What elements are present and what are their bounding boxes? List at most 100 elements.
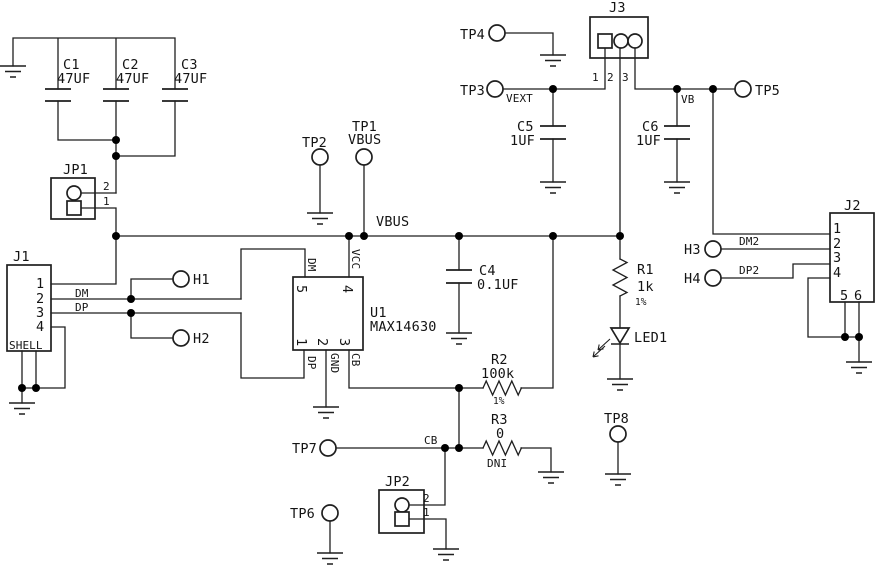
ground-icon xyxy=(316,552,344,565)
j2-pin4-number: 4 xyxy=(833,265,841,281)
tp1-label: TP1 xyxy=(352,119,377,135)
r3-ref: R3 xyxy=(491,412,508,428)
junction-dots xyxy=(18,85,863,452)
u1-ref: U1 xyxy=(370,305,387,321)
ground-icon xyxy=(306,212,334,225)
j1-pin4-number: 4 xyxy=(36,319,44,335)
j2-pin2-number: 2 xyxy=(833,236,841,252)
r1-ref: R1 xyxy=(637,262,654,278)
u1-pin-name-gnd: GND xyxy=(328,353,341,373)
led1-triangle xyxy=(609,327,631,345)
j1-pin3-number: 3 xyxy=(36,305,44,321)
jp2-pin1-pad xyxy=(394,511,410,527)
jp1-pin1-number: 1 xyxy=(103,195,110,208)
net-label-vbus: VBUS xyxy=(376,214,409,230)
wire-topright xyxy=(502,32,831,237)
wire-tp12-c4 xyxy=(319,164,460,334)
j1-body xyxy=(6,264,52,352)
ground-icon xyxy=(606,378,634,391)
h1-label: H1 xyxy=(193,272,210,288)
j2-body xyxy=(829,212,875,303)
tp5-label: TP5 xyxy=(755,83,780,99)
capacitor-plates xyxy=(45,88,690,284)
jp2-ref: JP2 xyxy=(385,474,410,490)
jp1-ref: JP1 xyxy=(63,162,88,178)
u1-pin2-number: 2 xyxy=(314,338,330,346)
ground-icon xyxy=(845,361,873,374)
c3-body xyxy=(162,88,188,102)
led1-ref: LED1 xyxy=(634,330,667,346)
c2-ref: C2 xyxy=(122,57,139,73)
j1-shell-label: SHELL xyxy=(9,339,43,352)
ground-icon xyxy=(663,181,691,194)
r1-value: 1k xyxy=(637,279,654,295)
j3-body xyxy=(589,16,649,59)
j3-ref: J3 xyxy=(609,0,626,16)
net-label-vext: VEXT xyxy=(506,92,533,105)
u1-pin-name-dp: DP xyxy=(305,356,318,370)
r2-tolerance: 1% xyxy=(493,396,505,407)
j2-ref: J2 xyxy=(844,198,861,214)
u1-part: MAX14630 xyxy=(370,319,437,335)
c2-value: 47UF xyxy=(116,71,149,87)
h2-pad xyxy=(172,329,190,347)
jp1-pin2-number: 2 xyxy=(103,180,110,193)
u1-pin5-number: 5 xyxy=(293,285,309,293)
h4-pad xyxy=(704,269,722,287)
wire-capbank xyxy=(12,37,176,194)
c4-ref: C4 xyxy=(479,263,496,279)
ground-icon xyxy=(432,548,460,561)
wires xyxy=(12,32,860,554)
c4-body xyxy=(446,269,472,284)
c2-body xyxy=(103,88,129,102)
ground-icon xyxy=(8,402,36,415)
c1-ref: C1 xyxy=(63,57,80,73)
c5-body xyxy=(540,125,566,140)
ground-icon xyxy=(604,473,632,486)
c6-ref: C6 xyxy=(642,119,659,135)
u1-pin-name-vcc: VCC xyxy=(349,249,362,269)
tp5-pad xyxy=(734,80,752,98)
c1-body xyxy=(45,88,71,102)
j3-pin3-number: 3 xyxy=(622,71,629,84)
c3-value: 47UF xyxy=(174,71,207,87)
u1-pin-name-dm: DM xyxy=(305,258,318,272)
h1-pad xyxy=(172,270,190,288)
c5-value: 1UF xyxy=(510,133,535,149)
tp4-pad xyxy=(488,24,506,42)
r2-ref: R2 xyxy=(491,352,508,368)
tp8-label: TP8 xyxy=(604,411,629,427)
net-label-dm2: DM2 xyxy=(739,235,759,248)
jp2-body xyxy=(378,489,425,534)
j2-pin6-number: 6 xyxy=(854,288,862,304)
tp1-pad xyxy=(355,148,373,166)
h3-label: H3 xyxy=(684,242,701,258)
j2-pin1-number: 1 xyxy=(833,221,841,237)
j1-pin2-number: 2 xyxy=(36,291,44,307)
h3-pad xyxy=(704,240,722,258)
led1-symbol xyxy=(592,327,631,358)
c4-value: 0.1UF xyxy=(477,277,519,293)
j2-pin5-number: 5 xyxy=(840,288,848,304)
r2-value: 100k xyxy=(481,366,514,382)
tp7-pad xyxy=(319,439,337,457)
net-label-vb: VB xyxy=(681,93,695,106)
u1-pin1-number: 1 xyxy=(293,338,309,346)
tp1-net-label: VBUS xyxy=(348,132,381,148)
tp3-label: TP3 xyxy=(460,83,485,99)
tp7-label: TP7 xyxy=(292,441,317,457)
h4-label: H4 xyxy=(684,271,701,287)
c5-ref: C5 xyxy=(517,119,534,135)
c1-value: 47UF xyxy=(57,71,90,87)
j1-ref: J1 xyxy=(13,249,30,265)
tp8-pad xyxy=(609,425,627,443)
j3-pin3-pad xyxy=(627,33,643,49)
jp1-pin1-pad xyxy=(66,200,82,216)
wire-j2 xyxy=(720,248,860,363)
j3-pin2-number: 2 xyxy=(607,71,614,84)
ground-icon xyxy=(312,406,340,419)
net-label-cb: CB xyxy=(424,434,438,447)
jp1-pin2-pad xyxy=(66,185,82,201)
r3-note: DNI xyxy=(487,457,507,470)
j3-pin1-number: 1 xyxy=(592,71,599,84)
